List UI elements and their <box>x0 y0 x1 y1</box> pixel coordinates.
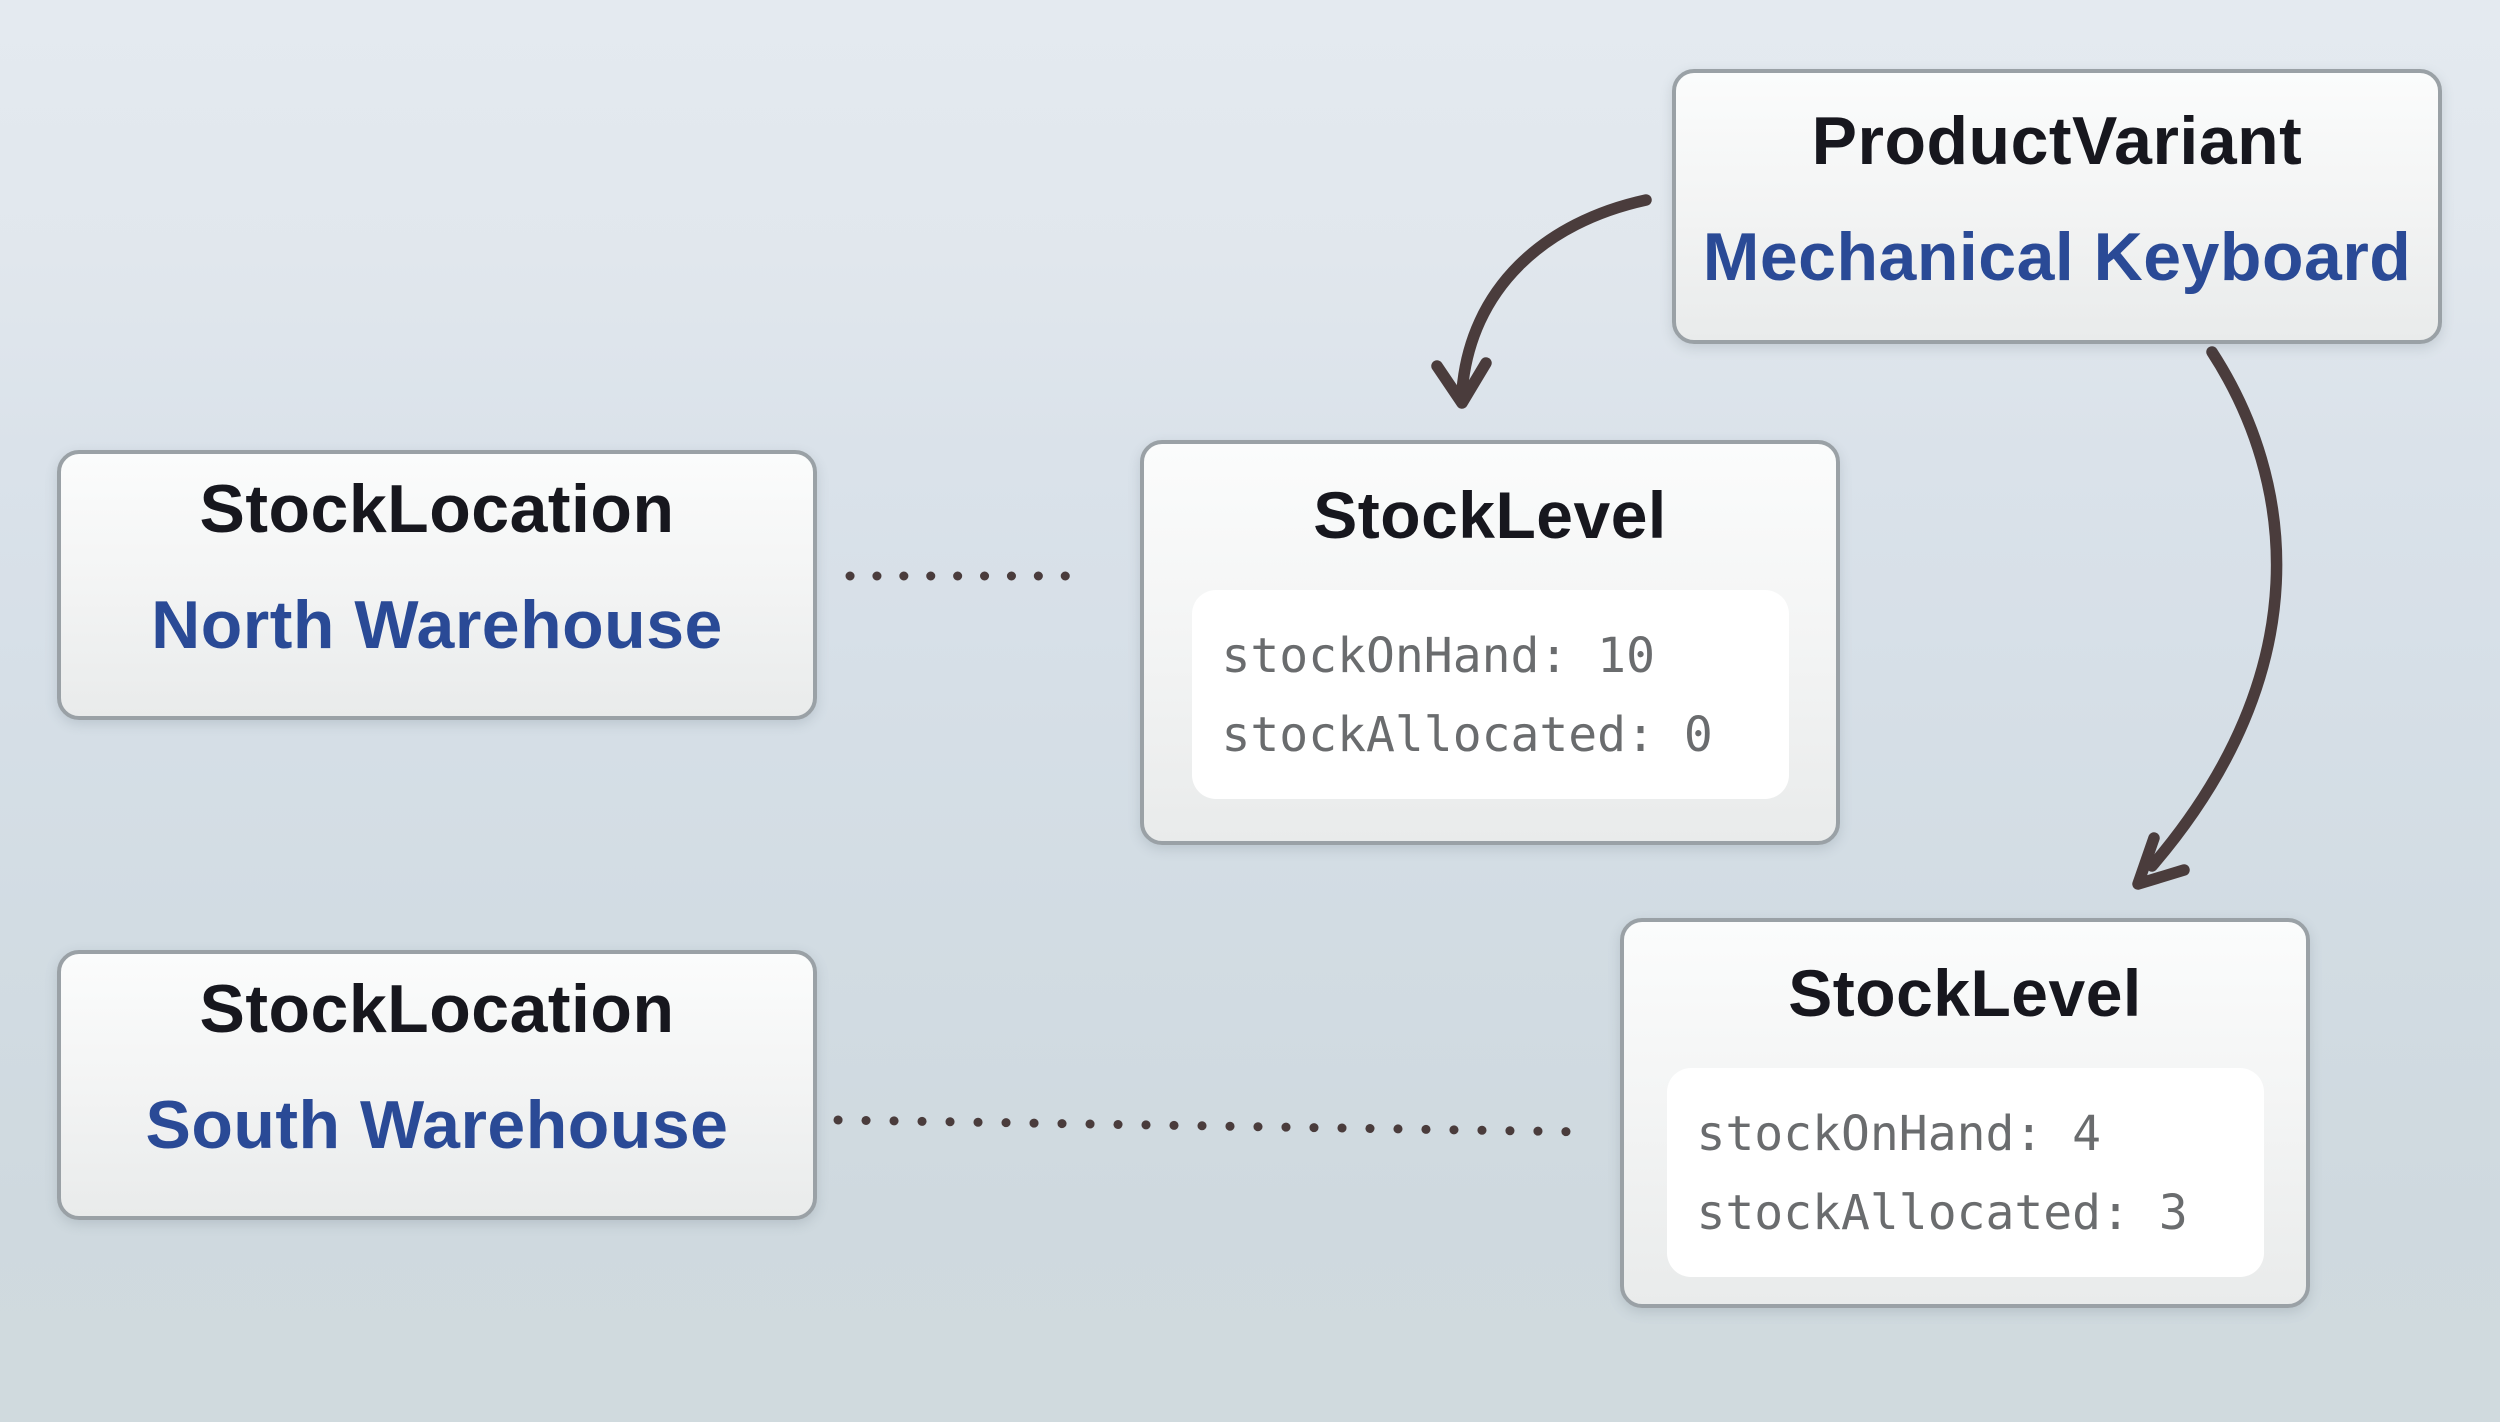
product-variant-title: ProductVariant <box>1811 102 2303 179</box>
stock-location-south-title: StockLocation <box>199 971 675 1047</box>
dotted-link-south <box>833 1115 1596 1137</box>
stock-level-north-code-panel: stockOnHand: 10 stockAllocated: 0 <box>1191 590 1789 799</box>
stock-on-hand-line: stockOnHand: 10 <box>1221 628 1655 684</box>
arrow-productvariant-to-stocklevel-south <box>2146 346 2283 872</box>
product-variant-name: Mechanical Keyboard <box>1702 218 2412 295</box>
product-variant-node: ProductVariant Mechanical Keyboard <box>1672 69 2442 344</box>
arrowhead-stocklevel-south <box>2132 832 2190 890</box>
stock-location-north-name: North Warehouse <box>151 587 723 663</box>
stock-allocated-line: stockAllocated: 0 <box>1221 707 1713 763</box>
stock-location-south-node: StockLocation South Warehouse <box>57 950 817 1220</box>
stock-location-north-node: StockLocation North Warehouse <box>57 450 817 720</box>
stock-location-north-title: StockLocation <box>199 471 675 547</box>
stock-level-south-title: StockLevel <box>1788 956 2142 1030</box>
arrowhead-stocklevel-north <box>1431 357 1492 409</box>
stock-on-hand-line: stockOnHand: 4 <box>1696 1106 2102 1162</box>
stock-level-south-node: StockLevel stockOnHand: 4 stockAllocated… <box>1620 918 2310 1308</box>
stock-level-north-title: StockLevel <box>1313 478 1667 552</box>
arrow-productvariant-to-stocklevel-north <box>1456 194 1652 398</box>
stock-allocated-line: stockAllocated: 3 <box>1696 1185 2188 1241</box>
stock-level-south-code-panel: stockOnHand: 4 stockAllocated: 3 <box>1666 1068 2264 1277</box>
stock-location-south-name: South Warehouse <box>145 1087 729 1163</box>
stock-level-north-node: StockLevel stockOnHand: 10 stockAllocate… <box>1140 440 1840 845</box>
